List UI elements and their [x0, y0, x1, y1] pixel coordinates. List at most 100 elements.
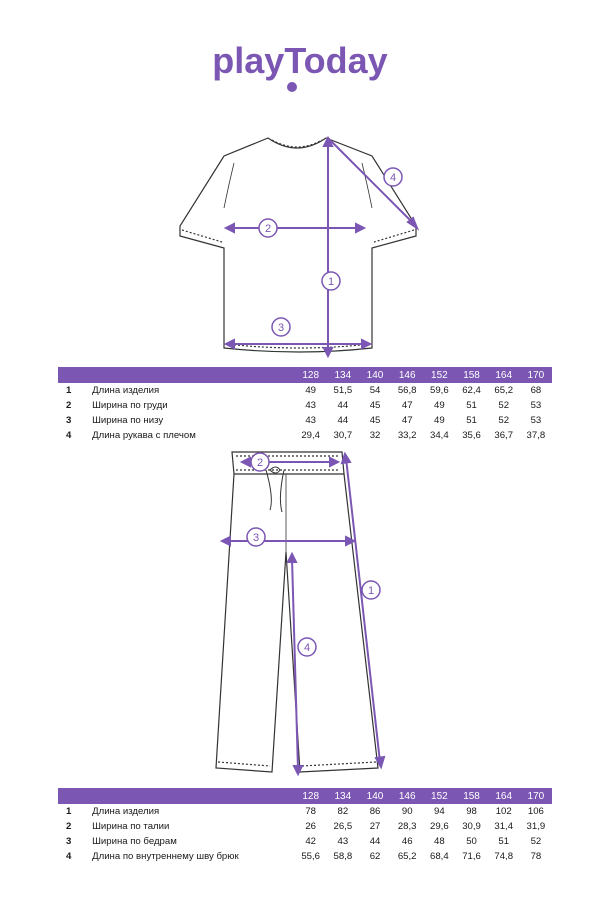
pants-outline	[215, 451, 379, 773]
row-value: 44	[337, 415, 349, 426]
tshirt-markers: 1 2 3 4	[258, 167, 403, 337]
row-value: 32	[369, 430, 381, 441]
row-value: 51,5	[333, 385, 353, 396]
row-value: 68,4	[430, 851, 449, 862]
row-number: 1	[66, 385, 72, 396]
row-value: 45	[369, 415, 381, 426]
row-label: Длина изделия	[92, 806, 160, 817]
row-number: 4	[66, 430, 72, 441]
row-value: 43	[305, 415, 317, 426]
row-value: 29,4	[301, 430, 321, 441]
row-value: 48	[434, 836, 445, 847]
svg-text:4: 4	[304, 642, 310, 654]
row-label: Ширина по бедрам	[92, 836, 177, 847]
row-value: 51	[498, 836, 510, 847]
row-value: 30,7	[333, 430, 353, 441]
svg-text:2: 2	[257, 457, 263, 469]
row-number: 3	[66, 836, 72, 847]
size-header: 128	[302, 369, 320, 381]
size-header: 158	[463, 369, 480, 381]
row-label: Длина изделия	[92, 385, 160, 396]
row-value: 74,8	[494, 851, 514, 862]
size-header: 170	[527, 369, 545, 381]
row-value: 43	[337, 836, 349, 847]
row-value: 55,6	[301, 851, 321, 862]
row-value: 62,4	[462, 385, 481, 396]
row-label: Ширина по низу	[92, 415, 164, 426]
row-value: 106	[527, 806, 544, 817]
row-value: 51	[466, 415, 477, 426]
size-header: 164	[495, 369, 513, 381]
row-value: 33,2	[397, 430, 417, 441]
pants-drawing: 1 2 3 4	[215, 451, 386, 777]
size-header: 140	[366, 790, 384, 802]
size-header: 152	[431, 369, 448, 381]
row-value: 28,3	[397, 821, 417, 832]
size-header: 146	[398, 790, 416, 802]
pants-marker-2: 2	[250, 452, 270, 472]
brand-logo-dot	[287, 82, 297, 92]
row-value: 44	[337, 400, 349, 411]
table-row: 3 Ширина по низу 43 44 45 47 49 51 52 53	[58, 413, 552, 428]
row-value: 82	[337, 806, 349, 817]
row-value: 51	[466, 400, 477, 411]
tshirt-marker-2: 2	[258, 218, 278, 238]
brand-logo-text: playToday	[212, 40, 387, 81]
table-row: 2 Ширина по талии 26 26,5 27 28,3 29,6 3…	[58, 819, 552, 834]
row-value: 52	[498, 400, 510, 411]
pants-measure-lines	[219, 451, 386, 777]
row-value: 49	[434, 415, 445, 426]
pants-size-table: 128 134 140 146 152 158 164 170 1 Длина …	[58, 788, 552, 864]
row-value: 26,5	[333, 821, 353, 832]
row-value: 59,6	[430, 385, 449, 396]
row-value: 36,7	[494, 430, 514, 441]
row-label: Ширина по груди	[92, 400, 168, 411]
row-value: 54	[369, 385, 381, 396]
row-value: 78	[305, 806, 317, 817]
svg-text:1: 1	[368, 585, 374, 597]
row-label: Ширина по талии	[92, 821, 170, 832]
table-row: 1 Длина изделия 49 51,5 54 56,8 59,6 62,…	[58, 383, 552, 398]
size-header: 158	[463, 790, 480, 802]
row-value: 52	[530, 836, 542, 847]
size-header: 128	[302, 790, 320, 802]
row-value: 102	[495, 806, 512, 817]
row-label: Длина рукава с плечом	[92, 430, 196, 441]
size-header: 170	[527, 790, 545, 802]
row-value: 31,4	[494, 821, 514, 832]
row-value: 26	[305, 821, 317, 832]
row-value: 58,8	[333, 851, 353, 862]
row-value: 52	[498, 415, 510, 426]
row-value: 53	[530, 400, 542, 411]
tshirt-marker-3: 3	[271, 317, 291, 337]
size-header: 134	[334, 369, 352, 381]
table-header-row: 128 134 140 146 152 158 164 170	[58, 788, 552, 804]
size-header: 140	[366, 369, 384, 381]
tshirt-size-table: 128 134 140 146 152 158 164 170 1 Длина …	[58, 367, 552, 443]
svg-text:3: 3	[253, 532, 259, 544]
svg-text:1: 1	[328, 276, 334, 288]
tshirt-measure-lines	[223, 135, 420, 359]
row-number: 2	[66, 821, 72, 832]
row-value: 49	[434, 400, 445, 411]
row-value: 31,9	[526, 821, 546, 832]
row-value: 27	[369, 821, 381, 832]
row-value: 65,2	[397, 851, 417, 862]
row-label: Длина по внутреннему шву брюк	[92, 851, 239, 862]
pants-marker-4: 4	[297, 637, 317, 657]
row-value: 53	[530, 415, 542, 426]
row-value: 56,8	[397, 385, 417, 396]
row-value: 34,4	[430, 430, 449, 441]
size-header: 134	[334, 790, 352, 802]
row-value: 86	[369, 806, 381, 817]
table-row: 3 Ширина по бедрам 42 43 44 46 48 50 51 …	[58, 834, 552, 849]
tshirt-marker-4: 4	[383, 167, 403, 187]
size-header: 164	[495, 790, 513, 802]
table-row: 2 Ширина по груди 43 44 45 47 49 51 52 5…	[58, 398, 552, 413]
table-row: 4 Длина рукава с плечом 29,4 30,7 32 33,…	[58, 428, 552, 443]
tshirt-drawing: 1 2 3 4	[179, 135, 420, 359]
row-value: 46	[401, 836, 413, 847]
size-header: 152	[431, 790, 448, 802]
pants-marker-3: 3	[246, 527, 266, 547]
row-value: 78	[530, 851, 542, 862]
